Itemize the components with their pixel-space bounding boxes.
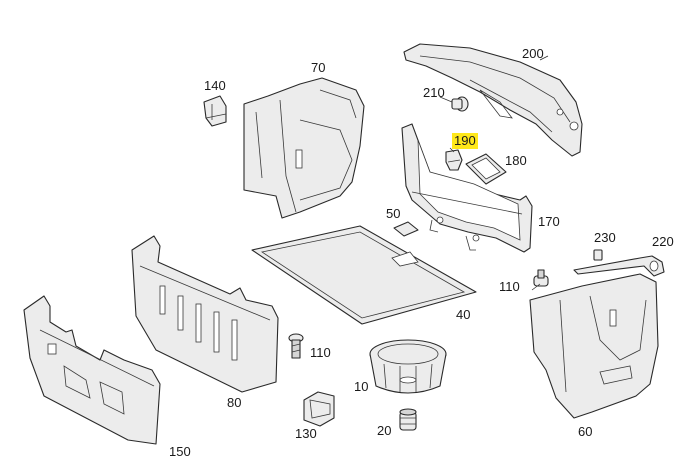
part-190-clip[interactable] [445,149,463,171]
part-220-rod[interactable] [573,255,665,277]
callout-190-highlighted: 190 [452,133,478,149]
part-230-pin[interactable] [593,249,603,261]
callout-80: 80 [227,395,242,410]
part-180-tray[interactable] [465,153,507,185]
part-60-side-trim[interactable] [529,273,659,419]
callout-110-right: 110 [499,279,520,294]
part-130-latch[interactable] [303,391,335,427]
part-140-bracket[interactable] [203,95,227,127]
part-150-partition[interactable] [23,295,161,445]
part-20-plug[interactable] [399,408,417,431]
callout-200: 200 [522,46,544,61]
callout-60: 60 [578,424,593,439]
part-110-screw-left[interactable] [288,333,304,359]
callout-170: 170 [538,214,560,229]
part-40-floor-mat[interactable] [251,225,477,325]
callout-220: 220 [652,234,674,249]
part-10-basket[interactable] [369,339,447,394]
callout-210: 210 [423,85,445,100]
callout-10: 10 [354,379,369,394]
callout-70: 70 [311,60,326,75]
part-70-side-trim[interactable] [243,77,365,219]
part-50-clip[interactable] [393,221,419,237]
callout-130: 130 [295,426,317,441]
callout-20: 20 [377,423,392,438]
callout-140: 140 [204,78,226,93]
callout-50: 50 [386,206,401,221]
callout-230: 230 [594,230,616,245]
callout-110-left: 110 [310,345,331,360]
part-110-screw-right[interactable] [533,269,549,287]
part-170-frame[interactable] [401,123,533,253]
callout-150: 150 [169,444,191,459]
callout-180: 180 [505,153,527,168]
part-80-partition[interactable] [131,235,279,393]
part-200-panel[interactable] [403,43,583,157]
callout-40: 40 [456,307,471,322]
leader-lines [449,55,549,291]
part-210-clip[interactable] [439,96,469,112]
